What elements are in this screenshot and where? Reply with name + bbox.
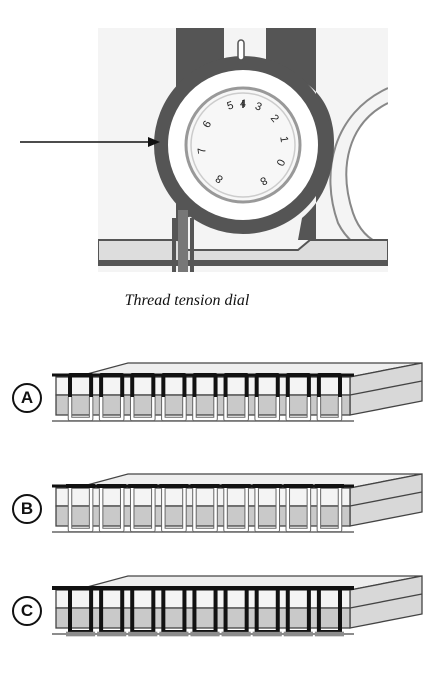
dial-number: 5 — [226, 99, 236, 112]
bobbin-thread-core — [224, 397, 248, 421]
bobbin-thread-core — [99, 486, 124, 532]
bobbin-thread-core — [193, 397, 217, 421]
dial-number: 8 — [258, 174, 269, 187]
bobbin-thread-core — [255, 397, 280, 421]
dial-number: 6 — [201, 119, 214, 130]
bobbin-thread-core — [317, 486, 342, 532]
bobbin-thread-core — [130, 486, 155, 532]
bobbin-thread-core — [286, 397, 311, 421]
stitch-diagram-c — [52, 575, 423, 637]
fabric-side-divider — [349, 593, 423, 609]
bobbin-thread-core — [68, 397, 93, 421]
bobbin-thread-core — [317, 397, 342, 421]
stitch-diagram-a — [52, 362, 423, 422]
dial-caption: Thread tension dial — [124, 292, 250, 309]
row-label-c: C — [12, 596, 42, 626]
dial-number: 3 — [253, 100, 263, 113]
stitch-diagram-b — [52, 473, 423, 533]
tension-dial-illustration: 5432108876 — [98, 28, 388, 272]
bobbin-thread-core — [255, 486, 280, 532]
stitch-row-a: A — [0, 353, 444, 443]
row-label-b: B — [12, 494, 42, 524]
bobbin-thread-core — [193, 486, 217, 532]
dial-number: 0 — [273, 157, 286, 168]
fabric-side-divider — [349, 491, 423, 507]
dial-index-mark — [237, 39, 245, 61]
stitch-row-c: C — [0, 566, 444, 656]
bobbin-thread-core — [68, 486, 93, 532]
dial-number: 8 — [214, 172, 226, 185]
bobbin-thread-core — [162, 397, 186, 421]
fabric-side-divider — [349, 380, 423, 396]
pointer-arrow — [20, 137, 160, 147]
bobbin-thread-core — [286, 486, 311, 532]
row-label-a: A — [12, 383, 42, 413]
bobbin-thread-core — [99, 397, 124, 421]
stitch-row-b: B — [0, 464, 444, 554]
dial-number: 7 — [196, 147, 209, 155]
bobbin-thread-core — [130, 397, 155, 421]
bobbin-thread-core — [162, 486, 186, 532]
bobbin-thread-core — [224, 486, 248, 532]
dial-number: 1 — [277, 135, 290, 143]
